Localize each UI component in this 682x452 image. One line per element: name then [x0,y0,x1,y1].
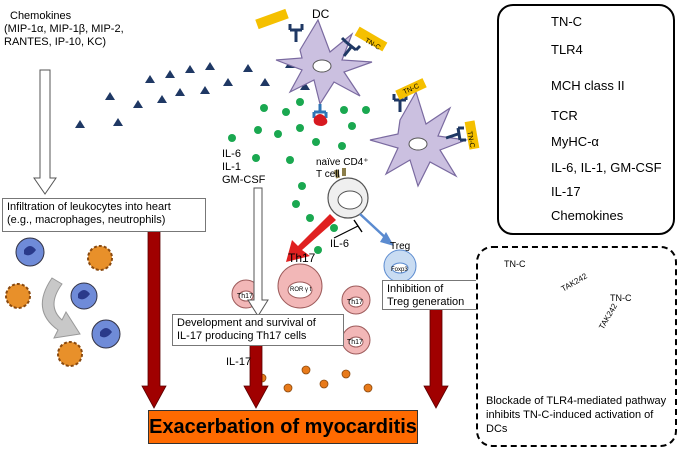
th17-small-3: Th17 [347,339,363,346]
inset-panel: TN-C TN-C TAK242 TAK242 Blockade of TLR4… [476,246,677,447]
th17-small-2: Th17 [347,299,363,306]
il17-label: IL-17 [226,356,252,368]
exacerbation-arrows [141,229,449,409]
naive-label-2: T cell [316,169,340,180]
ror-label: ROR γ t [290,287,312,293]
legend-label-myhc: MyHC-α [551,134,599,149]
outcome-banner: Exacerbation of myocarditis [148,410,418,444]
cytokine-arrow [247,187,269,317]
naive-label-1: naïve CD4⁺ [316,157,369,168]
infiltration-box: Infiltration of leukocytes into heart (e… [2,198,206,232]
th17-label: Th17 [288,251,316,265]
cytokine-il6: IL-6 [222,148,241,160]
inhibition-line1: Inhibition of [387,283,444,295]
infiltration-line2: (e.g., macrophages, neutrophils) [7,214,166,226]
legend-label-tlr4: TLR4 [551,42,583,57]
treg-label: Treg [390,241,411,252]
legend-label-il6: IL-6, IL-1, GM-CSF [551,160,662,175]
chemokine-arrow [33,69,57,195]
chemokines-title: Chemokines [10,10,72,22]
development-line1: Development and survival of [177,317,316,329]
il6-inhibition-line [333,225,359,239]
cytokine-gmcsf: GM-CSF [222,174,266,186]
inhibition-box: Inhibition of Treg generation [382,280,482,310]
inset-tnc-tag-1: TN-C [504,259,526,269]
tnc-tag-3: TN-C [465,130,476,149]
foxp3-label: Foxp3 [391,267,408,273]
legend-label-mhc: MCH class II [551,78,625,93]
treg-arrow [359,213,389,241]
inset-tak242-1: TAK242 [559,271,589,294]
naive-t-cell [327,168,369,219]
leukocytes [5,237,121,367]
th17-small-1: Th17 [237,293,253,300]
inset-tak242-2: TAK242 [597,301,620,332]
il17-dots [257,365,373,393]
chemokines-list-line2: RANTES, IP-10, KC) [4,36,107,48]
legend-label-tcr: TCR [551,108,578,123]
inset-caption: Blockade of TLR4-mediated pathway inhibi… [486,395,667,435]
inhibition-line2: Treg generation [387,296,465,308]
dc-label: DC [312,7,330,21]
inset-tnc-tag-2: TN-C [610,293,632,303]
cytokine-dots [228,98,370,254]
legend-label-tnc: TN-C [551,14,583,29]
il6-label: IL-6 [330,238,349,250]
legend-label-chemokines: Chemokines [551,208,624,223]
legend-label-il17: IL-17 [551,184,581,199]
chemokine-triangles [75,60,325,128]
infiltration-line1: Infiltration of leukocytes into heart [7,201,171,213]
development-line2: IL-17 producing Th17 cells [177,330,307,342]
cytokine-il1: IL-1 [222,161,241,173]
dendritic-cell-top [255,8,388,126]
chemokines-list-line1: (MIP-1α, MIP-1β, MIP-2, [4,23,124,35]
th17-differentiation-arrow [286,214,336,262]
dendritic-cell-right [369,78,480,188]
development-box: Development and survival of IL-17 produc… [172,314,344,346]
legend: TN-C TLR4 MCH class II TCR MyHC-α IL-6, … [497,4,675,235]
